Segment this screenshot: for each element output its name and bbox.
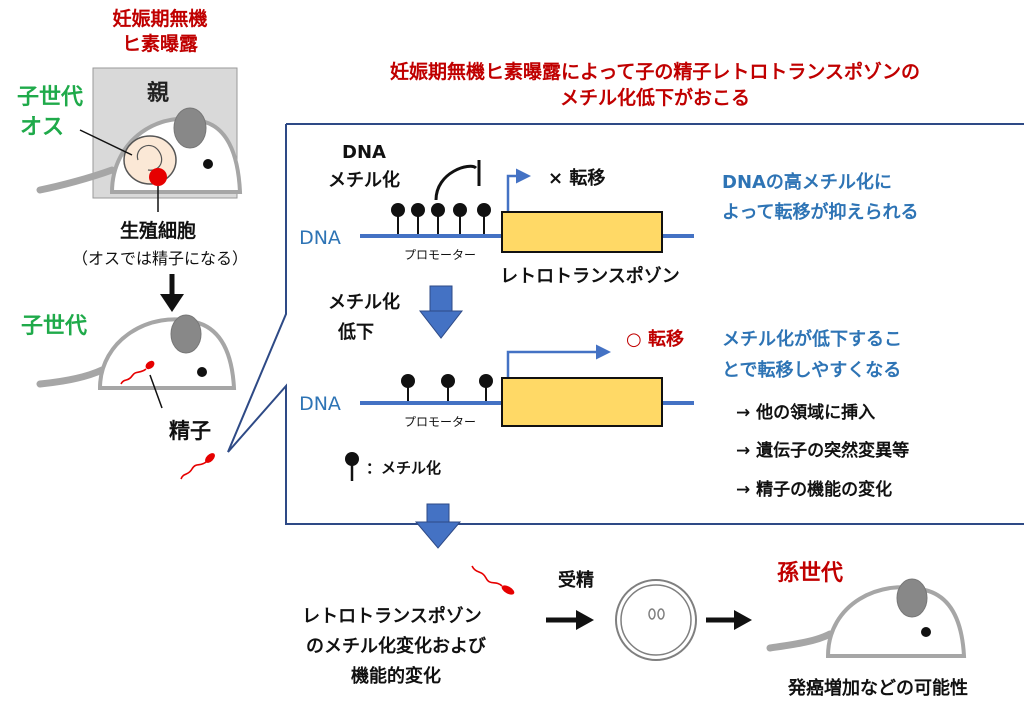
exposure-label-line2: ヒ素曝露 <box>122 32 199 55</box>
headline-line1: 妊娠期無機ヒ素曝露によって子の精子レトロトランスポゾンの <box>390 60 920 83</box>
sperm-pointer <box>149 374 163 409</box>
top-note-line1: DNAの高メチル化に <box>722 171 892 193</box>
result-arrow <box>414 503 462 549</box>
transfer-label: ○ 転移 <box>626 328 684 350</box>
dna-methylation-label-line2: メチル化 <box>328 169 400 191</box>
sperm-icon-result <box>471 565 515 595</box>
grandchild-arrow <box>706 610 752 630</box>
egg-icon <box>615 579 697 661</box>
result-line3: 機能的変化 <box>351 665 441 687</box>
offspring-male-line2: オス <box>20 115 64 140</box>
bottom-note-line1: メチル化が低下するこ <box>722 328 902 350</box>
sperm-icon <box>120 360 155 385</box>
no-transfer-label: × 転移 <box>548 167 605 189</box>
offspring-mouse <box>36 314 237 390</box>
grandchild-outcome: 発癌増加などの可能性 <box>787 677 968 699</box>
fertilization-label: 受精 <box>558 569 594 591</box>
generation-arrow <box>160 274 184 312</box>
sperm-icon-small <box>180 453 215 480</box>
germ-cell-dot <box>149 168 167 186</box>
methyl-legend-label: ：メチル化 <box>366 459 441 477</box>
top-note-line2: よって転移が抑えられる <box>722 201 919 223</box>
decrease-arrow <box>418 285 464 339</box>
bottom-note-line2: とで転移しやすくなる <box>722 359 901 381</box>
grandchild-label: 孫世代 <box>777 560 843 586</box>
grandchild-mouse <box>766 578 967 658</box>
germ-cell-line2: （オスでは精子になる） <box>72 249 248 268</box>
germ-cell-line1: 生殖細胞 <box>120 219 196 242</box>
callout-frame <box>227 123 1024 525</box>
sperm-label: 精子 <box>169 419 211 443</box>
effect-item-3: → 精子の機能の変化 <box>736 479 892 500</box>
effect-item-2: → 遺伝子の突然変異等 <box>736 440 909 461</box>
exposure-label-line1: 妊娠期無機 <box>112 7 207 30</box>
pointer-line <box>79 129 133 156</box>
decrease-label-line1: メチル化 <box>328 291 400 313</box>
dna-label-top: DNA <box>299 227 341 249</box>
result-line1: レトロトランスポゾン <box>302 605 482 627</box>
result-line2: のメチル化変化および <box>306 635 487 657</box>
methyl-groups-bottom <box>401 374 493 401</box>
headline-line2: メチル化低下がおこる <box>560 86 750 109</box>
promoter-label-bottom: プロモーター <box>404 415 476 429</box>
effect-item-1: → 他の領域に挿入 <box>736 402 875 423</box>
promoter-label-top: プロモーター <box>404 248 476 262</box>
methyl-groups-top <box>391 203 491 234</box>
transcription-arrow-bottom <box>506 344 611 384</box>
retrotransposon-box-bottom <box>501 377 663 427</box>
parent-label: 親 <box>147 81 169 106</box>
dna-methylation-label-line1: DNA <box>342 142 386 163</box>
offspring-label: 子世代 <box>21 314 87 339</box>
retrotransposon-box-top <box>501 211 663 253</box>
decrease-label-line2: 低下 <box>337 321 374 343</box>
inhibition-symbol <box>434 164 478 201</box>
fertilization-arrow <box>546 610 594 630</box>
parent-mouse <box>36 107 243 194</box>
offspring-male-line1: 子世代 <box>17 85 83 110</box>
methyl-legend-icon <box>345 452 359 481</box>
dna-label-bottom: DNA <box>299 393 341 415</box>
retrotransposon-label: レトロトランスポゾン <box>500 265 680 287</box>
